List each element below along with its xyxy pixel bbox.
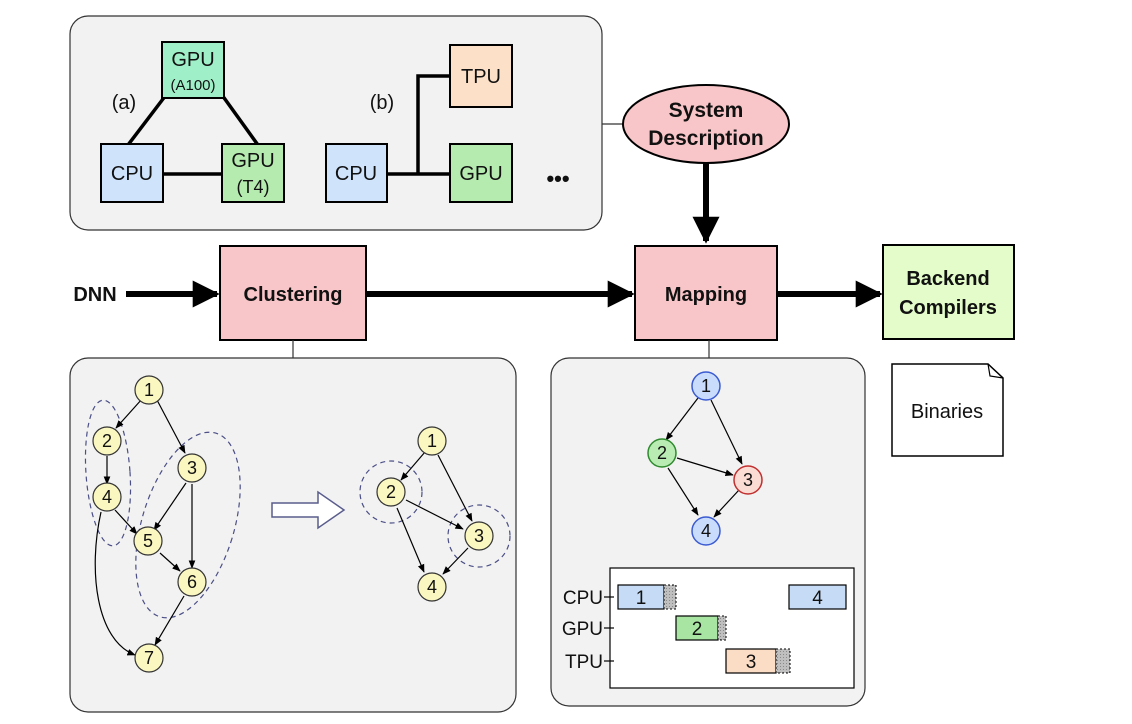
graph-after-node-3-label: 3 — [474, 526, 484, 546]
graph-before-node-2: 2 — [92, 426, 122, 456]
graph-before-node-4-label: 4 — [102, 487, 112, 507]
graph-before-node-3-label: 3 — [187, 458, 197, 478]
graph-before-node-1: 1 — [134, 375, 164, 405]
schedule-task-2: 2 — [675, 615, 727, 641]
mapping-node-4-label: 4 — [701, 521, 711, 541]
binaries-document: Binaries — [891, 363, 1004, 457]
topology-b-tpu: TPU — [449, 44, 513, 108]
graph-before-node-1-label: 1 — [144, 380, 154, 400]
system-description-line2: Description — [648, 127, 764, 150]
schedule-row-tpu: TPU — [565, 652, 603, 673]
graph-after-node-4-label: 4 — [427, 577, 437, 597]
graph-after-node-2: 2 — [376, 477, 406, 507]
schedule-row-gpu: GPU — [562, 619, 603, 640]
cpu-label: CPU — [111, 163, 153, 185]
clustering-label: Clustering — [244, 284, 343, 306]
schedule-task-1: 1 — [617, 584, 677, 610]
graph-after-node-2-label: 2 — [386, 482, 396, 502]
schedule-rows: CPU GPU TPU — [562, 588, 614, 673]
mapping-node-4: 4 — [691, 516, 721, 546]
cluster-outlines-after — [359, 460, 511, 568]
schedule-task-4-label: 4 — [812, 588, 823, 609]
topology-a-links — [126, 93, 260, 176]
graph-after-node-1: 1 — [417, 426, 447, 456]
graph-before-node-7: 7 — [134, 643, 164, 673]
system-description-line1: System — [669, 99, 744, 122]
schedule-task-3-overhead — [775, 648, 791, 674]
graph-before-node-6-label: 6 — [187, 572, 197, 592]
mapping-graph-nodes: 1 2 3 4 — [647, 371, 763, 546]
gpu-label: GPU — [459, 163, 502, 185]
mapping-node-2: 2 — [647, 438, 677, 468]
topology-b-links — [387, 74, 450, 176]
graph-after-edges — [396, 451, 473, 575]
topology-b-gpu: GPU — [449, 143, 513, 203]
mapping-node-2-label: 2 — [657, 443, 667, 463]
cpu-label: CPU — [335, 163, 377, 185]
graph-before-node-7-label: 7 — [144, 648, 154, 668]
schedule-task-3-label: 3 — [746, 652, 757, 673]
graph-before-nodes: 1 2 3 4 5 6 7 — [92, 375, 207, 673]
transform-arrow — [271, 490, 346, 530]
topology-a-label: (a) — [112, 92, 136, 114]
graph-before-node-5: 5 — [133, 526, 163, 556]
graph-before-node-3: 3 — [177, 453, 207, 483]
topology-a-gpu-a100: GPU (A100) — [161, 41, 225, 99]
gpu-t4-model: (T4) — [237, 177, 270, 197]
backend-line1: Backend — [906, 268, 989, 290]
mapping-node-1-label: 1 — [701, 376, 711, 396]
system-description: System Description — [622, 84, 790, 164]
graph-after-node-1-label: 1 — [427, 431, 437, 451]
graph-after-nodes: 1 2 3 4 — [376, 426, 494, 602]
schedule-task-1-overhead — [663, 584, 677, 610]
topology-a-cpu: CPU — [100, 143, 164, 203]
schedule-row-cpu: CPU — [563, 588, 603, 609]
schedule-task-2-overhead — [717, 615, 727, 641]
clustering-stage: Clustering — [219, 245, 367, 341]
dnn-input-label: DNN — [73, 284, 116, 306]
more-systems-ellipsis: ••• — [546, 166, 569, 191]
graph-after-node-3: 3 — [464, 521, 494, 551]
backend-line2: Compilers — [899, 297, 997, 319]
backend-compilers: Backend Compilers — [882, 244, 1015, 340]
mapping-node-1: 1 — [691, 371, 721, 401]
schedule-task-4: 4 — [788, 584, 847, 610]
mapping-stage: Mapping — [634, 245, 778, 341]
schedule-bars: 1 4 2 3 — [617, 584, 847, 674]
graph-before-node-4: 4 — [92, 482, 122, 512]
graph-before-edges — [94, 398, 196, 656]
graph-before-node-2-label: 2 — [102, 431, 112, 451]
graph-after-node-4: 4 — [417, 572, 447, 602]
topology-b-cpu: CPU — [325, 143, 388, 203]
graph-before-node-6: 6 — [177, 567, 207, 597]
mapping-label: Mapping — [665, 284, 747, 306]
gpu-t4-label: GPU — [231, 150, 274, 172]
schedule-task-3: 3 — [725, 648, 791, 674]
schedule-task-1-label: 1 — [636, 588, 647, 609]
cluster-outlines — [84, 399, 241, 619]
mapping-node-3-label: 3 — [743, 470, 753, 490]
gpu-a100-model: (A100) — [170, 77, 215, 94]
mapping-node-3: 3 — [733, 465, 763, 495]
topology-a-gpu-t4: GPU (T4) — [221, 143, 285, 203]
topology-b-label: (b) — [370, 92, 394, 114]
graph-before-node-5-label: 5 — [143, 531, 153, 551]
mapping-graph-edges — [665, 397, 743, 518]
tpu-label: TPU — [461, 66, 501, 88]
schedule-task-2-label: 2 — [692, 619, 703, 640]
gpu-a100-label: GPU — [171, 49, 214, 71]
binaries-label: Binaries — [911, 401, 983, 423]
